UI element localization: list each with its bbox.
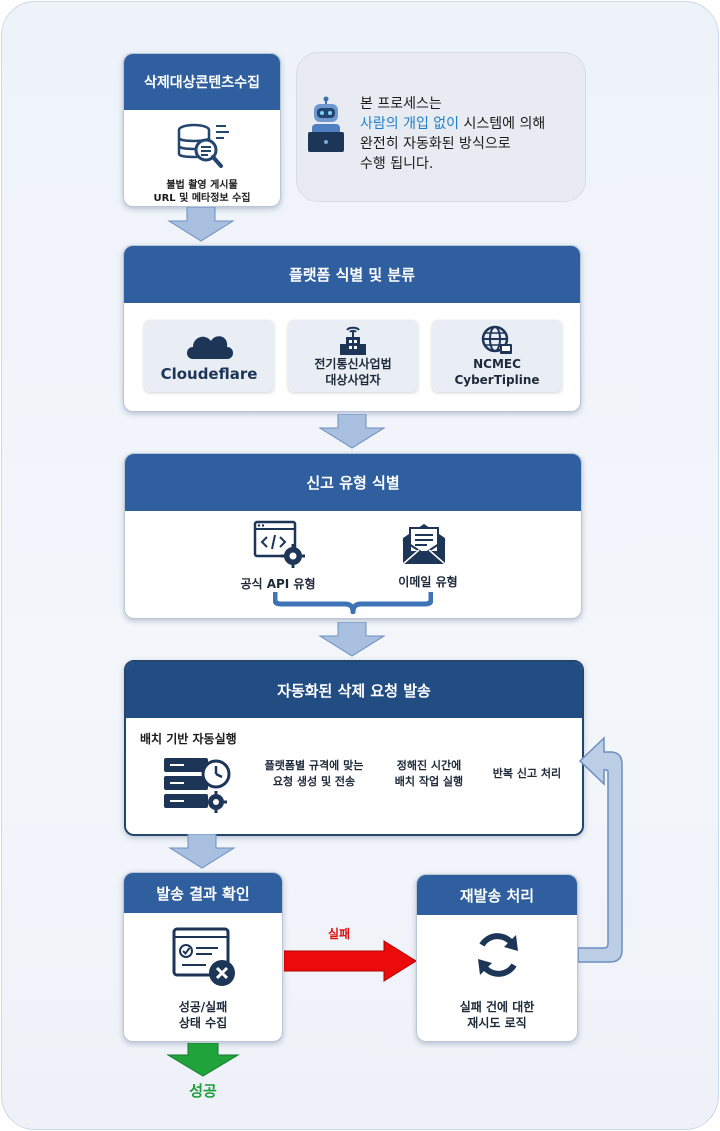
resend-caption: 실패 건에 대한 재시도 로직 <box>417 999 577 1031</box>
api-type-label: 공식 API 유형 <box>240 577 316 591</box>
success-label: 성공 <box>189 1082 217 1100</box>
api-code-gear-icon <box>253 520 305 568</box>
flow-arrow <box>318 622 386 657</box>
server-clock-gear-icon <box>164 758 231 813</box>
note-line: 완전히 자동화된 방식으로 <box>360 136 511 152</box>
resend-card: 재발송 처리 실패 건에 대한 재시도 로직 <box>416 874 578 1042</box>
merge-brace <box>273 592 433 614</box>
tile-cloudflare: Cloudeflare <box>144 320 274 392</box>
refresh-cycle-icon <box>478 933 518 977</box>
auto-request-title: 자동화된 삭제 요청 발송 <box>126 662 582 718</box>
note-highlight: 사람의 개입 없이 <box>360 116 460 132</box>
flow-arrow <box>167 207 235 242</box>
tile-telecom-operator: 전기통신사업법 대상사업자 <box>288 320 418 392</box>
report-type-card: 신고 유형 식별 공식 API 유형 이메일 유형 <box>124 453 582 619</box>
fail-arrow <box>284 940 417 982</box>
caption-line: URL 및 메타정보 수집 <box>153 193 251 204</box>
send-result-card: 발송 결과 확인 성공/실패 상태 수집 <box>123 872 283 1042</box>
note-line: 본 프로세스는 <box>360 96 442 112</box>
label-line: 실패 건에 대한 <box>459 1000 535 1014</box>
automation-note-text: 본 프로세스는 사람의 개입 없이 시스템에 의해 완전히 자동화된 방식으로 … <box>360 94 545 174</box>
cloud-icon <box>187 336 233 359</box>
robot-laptop-icon <box>308 96 344 152</box>
caption-line: 불법 촬영 게시물 <box>166 180 238 191</box>
email-envelope-icon <box>402 524 446 565</box>
label-line: 플랫폼별 규격에 맞는 <box>264 759 364 772</box>
batch-item-request: 플랫폼별 규격에 맞는 요청 생성 및 전송 <box>244 758 384 790</box>
checklist-fail-icon <box>172 927 235 986</box>
label-line: 재시도 로직 <box>467 1016 527 1030</box>
fail-label: 실패 <box>328 927 351 941</box>
platform-classify-title: 플랫폼 식별 및 분류 <box>124 246 580 303</box>
building-antenna-icon <box>340 326 366 355</box>
collect-content-title: 삭제대상콘텐츠수집 <box>124 54 280 110</box>
send-result-caption: 성공/실패 상태 수집 <box>124 999 282 1031</box>
collect-content-card: 삭제대상콘텐츠수집 불법 촬영 게시물 URL 및 메타정보 수집 <box>123 53 281 207</box>
batch-item-schedule: 정해진 시간에 배치 작업 실행 <box>374 758 484 790</box>
automation-note <box>296 52 586 202</box>
retry-loop-arrow <box>578 736 623 963</box>
success-arrow <box>166 1043 240 1077</box>
label-line: 상태 수집 <box>178 1016 228 1030</box>
send-result-title: 발송 결과 확인 <box>124 873 282 913</box>
label-line: NCMEC <box>473 357 521 371</box>
report-type-title: 신고 유형 식별 <box>125 454 581 511</box>
flow-arrow <box>318 414 386 449</box>
auto-request-card: 자동화된 삭제 요청 발송 배치 기반 자동실행 플랫폼별 규격에 맞는 요청 … <box>124 660 584 836</box>
note-line: 수행 됩니다. <box>360 156 434 172</box>
label-line: 전기통신사업법 <box>314 357 392 371</box>
label-line: CyberTipline <box>454 373 540 387</box>
note-line: 사람의 개입 없이 시스템에 의해 <box>360 114 545 134</box>
label-line: 배치 작업 실행 <box>394 775 464 788</box>
ncmec-label: NCMEC CyberTipline <box>454 356 539 388</box>
tile-ncmec: NCMEC CyberTipline <box>432 320 562 392</box>
globe-network-icon <box>481 325 512 354</box>
resend-title: 재발송 처리 <box>417 875 577 915</box>
database-search-icon <box>177 123 229 168</box>
note-line-rest: 시스템에 의해 <box>459 116 546 132</box>
label-line: 요청 생성 및 전송 <box>272 775 356 788</box>
telecom-label: 전기통신사업법 대상사업자 <box>314 356 391 388</box>
label-line: 정해진 시간에 <box>396 759 462 772</box>
flow-arrow <box>168 834 236 869</box>
batch-item-repeat: 반복 신고 처리 <box>492 767 562 780</box>
label-line: 성공/실패 <box>178 1000 228 1014</box>
email-type-label: 이메일 유형 <box>398 575 458 589</box>
label-line: 대상사업자 <box>325 373 381 387</box>
batch-label: 배치 기반 자동실행 <box>140 732 237 746</box>
platform-classify-card: 플랫폼 식별 및 분류 Cloudeflare 전기통신사업법 대상사업자 <box>123 245 581 412</box>
collect-content-caption: 불법 촬영 게시물 URL 및 메타정보 수집 <box>124 179 280 205</box>
cloudflare-label: Cloudeflare <box>160 365 258 383</box>
